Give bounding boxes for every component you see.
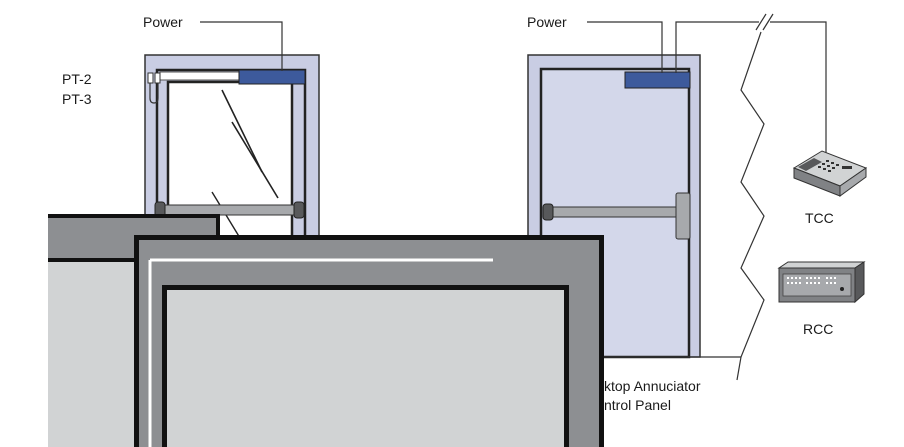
left-push-bar <box>159 204 301 216</box>
pt3-label: PT-3 <box>62 91 92 107</box>
desk-phone-icon <box>792 150 868 197</box>
left-power-label: Power <box>143 14 183 30</box>
annunciator-label-line2: ntrol Panel <box>604 397 671 413</box>
rcc-label: RCC <box>803 321 833 337</box>
glass-reflection-1 <box>221 89 263 173</box>
right-push-bar <box>547 206 679 218</box>
right-power-label: Power <box>527 14 567 30</box>
annunciator-label-line1: ktop Annuciator <box>604 378 701 394</box>
right-push-bar-end <box>542 203 554 221</box>
network-wiring <box>598 13 827 381</box>
tcc-label: TCC <box>805 210 834 226</box>
left-power-line <box>200 21 283 71</box>
right-power-line <box>587 21 663 73</box>
door-position-sensor-icon <box>147 72 161 104</box>
glass-reflection-2 <box>231 121 279 199</box>
pt2-label: PT-2 <box>62 71 92 87</box>
right-data-line <box>675 21 759 73</box>
glass-door-assembly <box>144 21 320 246</box>
left-door-top-rail <box>159 71 241 81</box>
left-push-bar-end-b <box>293 201 305 219</box>
right-exit-device-chassis <box>675 192 691 240</box>
left-mag-lock <box>238 69 306 85</box>
long-distance-zigzag <box>736 31 765 381</box>
remote-control-console-icon <box>777 261 866 304</box>
overlay-front-window <box>134 235 604 447</box>
right-mag-lock <box>624 71 691 89</box>
